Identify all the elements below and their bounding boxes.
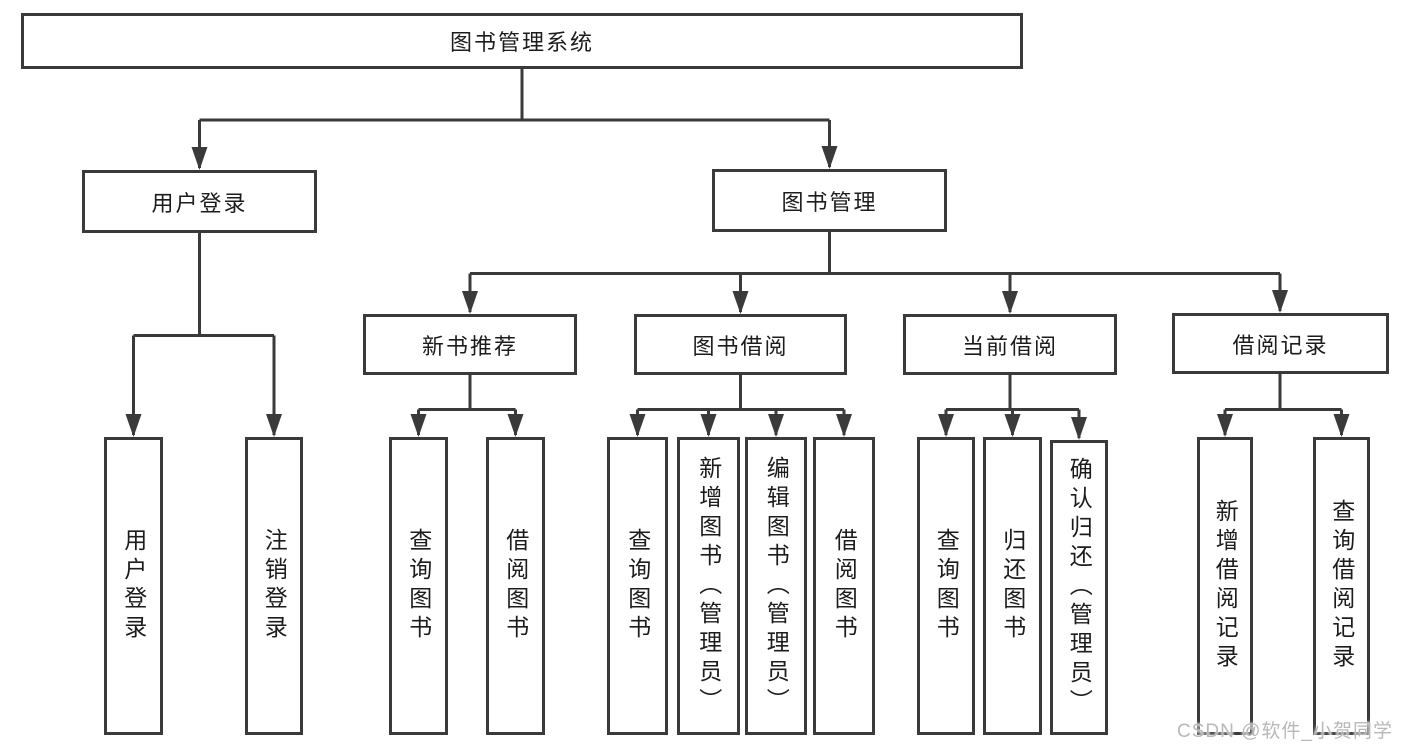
- leaf-query-books-borrow: 查询图书: [607, 437, 668, 735]
- leaf-confirm-return-admin: 确认归还（管理员）: [1050, 440, 1108, 735]
- leaf-logout-label: 注销登录: [261, 528, 288, 644]
- leaf-query-borrow-record-label: 查询借阅记录: [1328, 499, 1355, 673]
- watermark: CSDN @软件_小贺同学: [1177, 721, 1393, 742]
- leaf-add-borrow-record-label: 新增借阅记录: [1212, 499, 1239, 673]
- leaf-confirm-return-admin-label: 确认归还（管理员）: [1066, 457, 1093, 718]
- leaf-borrow-books-label: 借阅图书: [831, 528, 858, 644]
- leaf-borrow-books-recommend-label: 借阅图书: [502, 528, 529, 644]
- node-user-login: 用户登录: [82, 170, 317, 233]
- node-new-book-recommend-label: 新书推荐: [421, 333, 518, 359]
- node-borrow-records: 借阅记录: [1172, 313, 1389, 374]
- leaf-return-books: 归还图书: [983, 437, 1042, 735]
- leaf-borrow-books-recommend: 借阅图书: [486, 437, 545, 735]
- node-current-borrow-label: 当前借阅: [961, 333, 1058, 359]
- leaf-query-books-recommend: 查询图书: [389, 437, 448, 735]
- node-root-label: 图书管理系统: [449, 30, 594, 55]
- leaf-edit-book-admin-label: 编辑图书（管理员）: [763, 455, 790, 717]
- leaf-query-books-borrow-label: 查询图书: [624, 528, 651, 644]
- leaf-user-login-label: 用户登录: [120, 528, 147, 644]
- leaf-logout: 注销登录: [245, 437, 303, 735]
- leaf-edit-book-admin: 编辑图书（管理员）: [745, 437, 807, 735]
- leaf-return-books-label: 归还图书: [999, 528, 1026, 644]
- leaf-add-book-admin: 新增图书（管理员）: [677, 437, 740, 735]
- node-current-borrow: 当前借阅: [903, 314, 1117, 375]
- leaf-query-borrow-record: 查询借阅记录: [1313, 437, 1370, 735]
- node-book-borrow: 图书借阅: [634, 314, 847, 375]
- node-user-login-label: 用户登录: [151, 190, 248, 216]
- node-borrow-records-label: 借阅记录: [1232, 332, 1329, 358]
- node-book-borrow-label: 图书借阅: [692, 333, 789, 359]
- leaf-borrow-books: 借阅图书: [813, 437, 875, 735]
- node-new-book-recommend: 新书推荐: [363, 314, 577, 375]
- leaf-query-books-current: 查询图书: [917, 437, 975, 735]
- leaf-query-books-recommend-label: 查询图书: [405, 528, 432, 644]
- leaf-query-books-current-label: 查询图书: [933, 528, 960, 644]
- node-root: 图书管理系统: [21, 13, 1023, 69]
- node-book-management-label: 图书管理: [781, 189, 878, 215]
- leaf-add-book-admin-label: 新增图书（管理员）: [695, 455, 722, 717]
- leaf-user-login: 用户登录: [104, 437, 163, 735]
- node-book-management: 图书管理: [712, 169, 947, 232]
- leaf-add-borrow-record: 新增借阅记录: [1197, 437, 1253, 735]
